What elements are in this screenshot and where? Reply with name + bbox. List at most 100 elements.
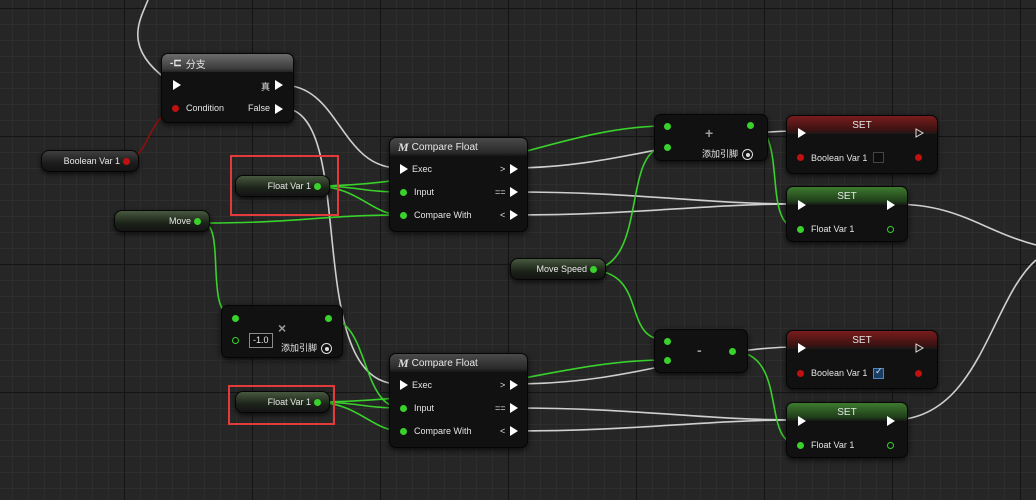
set-float-node-top[interactable]: SET Float Var 1: [786, 186, 908, 242]
exec-true-pin[interactable]: [275, 80, 283, 90]
set-title: SET: [837, 190, 857, 202]
exec-in-pin[interactable]: [798, 200, 806, 210]
exec-out-pin[interactable]: [915, 343, 924, 353]
exec-wire: [891, 203, 1036, 246]
exec-eq-pin[interactable]: [510, 187, 518, 197]
boolean-in-pin[interactable]: [797, 154, 804, 161]
exec-in-pin[interactable]: [400, 164, 408, 174]
exec-gt-pin[interactable]: [510, 164, 518, 174]
boolean-out-pin[interactable]: [915, 370, 922, 377]
exec-gt-pin[interactable]: [510, 380, 518, 390]
gt-label: >: [500, 380, 506, 390]
add-node[interactable]: + 添加引脚: [654, 114, 768, 161]
move-out-pin[interactable]: [194, 218, 201, 225]
move-speed-label: Move Speed: [536, 264, 587, 274]
multiply-b-pin[interactable]: [232, 337, 239, 344]
float-wire: [587, 146, 667, 271]
exec-wire: [511, 407, 799, 421]
subtract-a-pin[interactable]: [664, 338, 671, 345]
subtract-out-pin[interactable]: [729, 348, 736, 355]
exec-lt-pin[interactable]: [510, 426, 518, 436]
add-a-pin[interactable]: [664, 123, 671, 130]
set-boolean-node-bottom[interactable]: SET Boolean Var 1: [786, 330, 938, 389]
input-label: Input: [414, 403, 435, 413]
boolean-var-getter[interactable]: Boolean Var 1: [41, 150, 139, 172]
boolean-var-label: Boolean Var 1: [63, 156, 120, 166]
add-b-pin[interactable]: [664, 144, 671, 151]
float-var-label: Float Var 1: [267, 181, 311, 191]
move-label: Move: [168, 216, 191, 226]
add-pin-button[interactable]: 添加引脚: [281, 341, 333, 355]
multiply-a-pin[interactable]: [232, 315, 239, 322]
branch-header: -⊏ 分支: [162, 54, 293, 72]
boolean-out-pin[interactable]: [123, 158, 130, 165]
exec-wire: [511, 191, 799, 205]
multiply-value-field[interactable]: -1.0: [249, 333, 273, 348]
move-getter[interactable]: Move: [114, 210, 210, 232]
add-out-pin[interactable]: [747, 122, 754, 129]
branch-node[interactable]: -⊏ 分支 真 Condition False: [161, 53, 294, 123]
macro-icon: M: [398, 355, 409, 370]
boolean-out-pin[interactable]: [915, 154, 922, 161]
float-out-pin[interactable]: [314, 183, 321, 190]
set-header: SET: [787, 187, 907, 205]
compare-with-label: Compare With: [414, 210, 472, 220]
eq-label: ==: [495, 403, 506, 413]
float-wire: [587, 269, 667, 341]
set-float-node-bottom[interactable]: SET Float Var 1: [786, 402, 908, 458]
exec-out-pin[interactable]: [887, 416, 895, 426]
compare-with-pin[interactable]: [400, 212, 407, 219]
set-header: SET: [787, 331, 937, 349]
exec-wire: [891, 259, 1036, 421]
input-pin[interactable]: [400, 189, 407, 196]
compare-header: M Compare Float: [390, 354, 527, 372]
set-header: SET: [787, 116, 937, 134]
compare-float-node-top[interactable]: M Compare Float Exec > Input == Compare …: [389, 137, 528, 232]
multiply-node[interactable]: -1.0 × 添加引脚: [221, 305, 343, 358]
move-speed-out-pin[interactable]: [590, 266, 597, 273]
exec-in-pin[interactable]: [173, 80, 181, 90]
compare-title: Compare Float: [411, 357, 478, 369]
add-pin-label: 添加引脚: [702, 149, 739, 159]
subtract-b-pin[interactable]: [664, 357, 671, 364]
float-in-pin[interactable]: [797, 442, 804, 449]
boolean-in-pin[interactable]: [797, 370, 804, 377]
exec-eq-pin[interactable]: [510, 403, 518, 413]
input-pin[interactable]: [400, 405, 407, 412]
branch-false-label: False: [248, 103, 271, 113]
condition-pin[interactable]: [172, 105, 179, 112]
exec-out-pin[interactable]: [887, 200, 895, 210]
boolean-checkbox[interactable]: [873, 152, 884, 163]
eq-label: ==: [495, 187, 506, 197]
exec-false-pin[interactable]: [275, 104, 283, 114]
float-out-pin[interactable]: [314, 399, 321, 406]
move-speed-getter[interactable]: Move Speed: [510, 258, 606, 280]
set-title: SET: [837, 406, 857, 418]
exec-in-pin[interactable]: [798, 128, 806, 138]
add-pin-button[interactable]: 添加引脚: [702, 147, 754, 161]
exec-in-pin[interactable]: [798, 416, 806, 426]
exec-in-pin[interactable]: [400, 380, 408, 390]
exec-wire: [511, 419, 799, 432]
exec-in-pin[interactable]: [798, 343, 806, 353]
float-var-getter-top[interactable]: Float Var 1: [235, 175, 330, 197]
exec-wire: [511, 203, 799, 216]
float-out-pin[interactable]: [887, 442, 894, 449]
compare-with-pin[interactable]: [400, 428, 407, 435]
set-boolean-node-top[interactable]: SET Boolean Var 1: [786, 115, 938, 174]
multiply-operator: ×: [278, 320, 287, 336]
float-var-getter-bottom[interactable]: Float Var 1: [235, 391, 330, 413]
compare-with-label: Compare With: [414, 426, 472, 436]
float-wire: [204, 214, 403, 224]
float-out-pin[interactable]: [887, 226, 894, 233]
branch-icon: -⊏: [170, 57, 182, 69]
multiply-out-pin[interactable]: [325, 315, 332, 322]
compare-float-node-bottom[interactable]: M Compare Float Exec > Input == Compare …: [389, 353, 528, 448]
exec-lt-pin[interactable]: [510, 210, 518, 220]
branch-title: 分支: [185, 59, 206, 71]
exec-out-pin[interactable]: [915, 128, 924, 138]
add-operator: +: [705, 125, 714, 141]
subtract-node[interactable]: -: [654, 329, 748, 373]
float-in-pin[interactable]: [797, 226, 804, 233]
boolean-checkbox[interactable]: [873, 366, 884, 379]
